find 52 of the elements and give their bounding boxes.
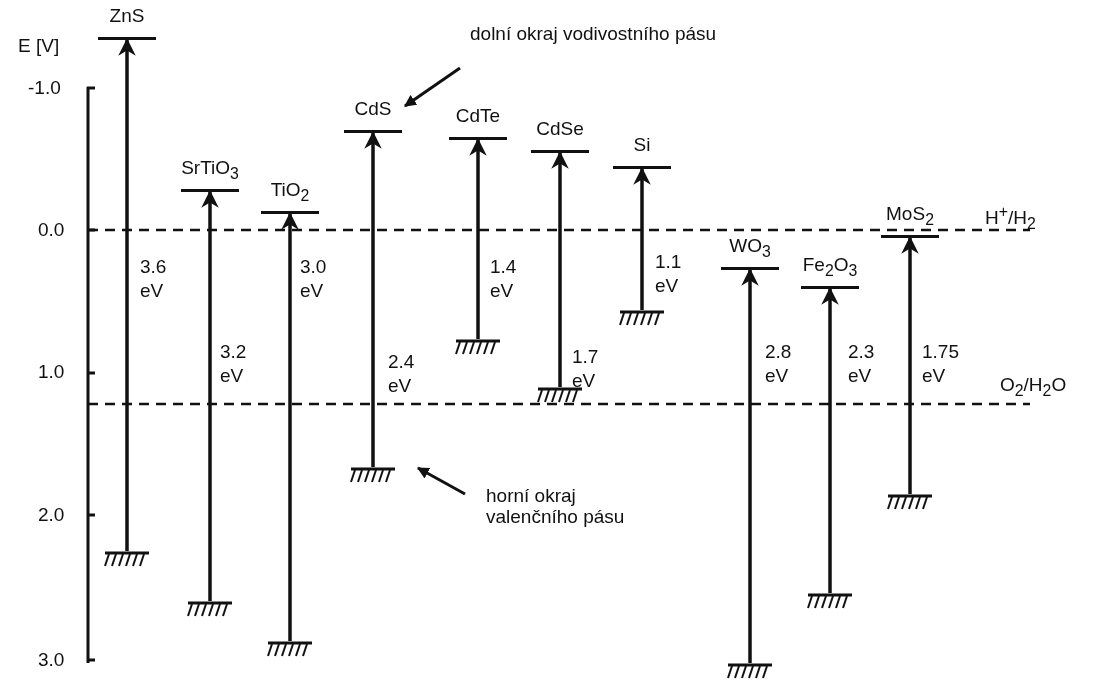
valence-band-edge (188, 601, 232, 617)
edge-label: 3.0 eV (300, 255, 328, 303)
axis-tick-label: 3.0 (38, 650, 65, 671)
edge-label: 1.75 eV (922, 340, 960, 388)
band-gap-arrow (469, 138, 487, 339)
valence-band-edge (620, 310, 664, 326)
conduction-band-edge: TiO$_{2}$ (261, 180, 319, 214)
valence-band-edge (888, 494, 932, 510)
band-gap-arrow (201, 190, 219, 601)
potential-label: O$_{2}$/H$_{2}$O (1000, 375, 1067, 400)
valence-band-edge (268, 641, 312, 657)
conduction-band-edge: CdSe (531, 119, 589, 153)
edge-label: 3.6 eV (140, 255, 168, 303)
edge-label: 1.1 eV (655, 250, 683, 298)
edge-label: 2.3 eV (848, 340, 876, 388)
valence-band-edge (105, 551, 149, 567)
leader-line (404, 66, 461, 108)
conduction-band-edge: CdS (344, 99, 402, 133)
conduction-band-edge: Si (613, 135, 671, 169)
conduction-band-edge: WO$_{3}$ (721, 236, 779, 270)
axis-title: E [V] (18, 36, 60, 57)
valence-band-edge (808, 593, 852, 609)
valence-band-edge (351, 467, 395, 483)
band-gap-arrow (741, 268, 759, 663)
band-gap-arrow (901, 236, 919, 494)
conduction-band-edge: CdTe (449, 106, 507, 140)
axis-tick-label: 2.0 (38, 505, 65, 526)
valence-band-edge (728, 663, 772, 679)
conduction-band-edge: Fe$_{2}$O$_{3}$ (801, 255, 859, 289)
leader-line (416, 466, 466, 496)
axis-tick-label: 0.0 (38, 220, 65, 241)
band-gap-arrow (364, 131, 382, 467)
valence-band-edge (456, 339, 500, 355)
potential-label: H$^{+}$/H$_{2}$ (985, 203, 1036, 233)
band-gap-arrow (551, 151, 569, 387)
callout-text: horní okraj valenčního pásu (486, 486, 636, 528)
edge-label: 1.4 eV (490, 255, 518, 303)
band-gap-arrow (281, 212, 299, 641)
edge-label: 2.8 eV (765, 340, 793, 388)
edge-label: 3.2 eV (220, 340, 248, 388)
band-gap-arrow (633, 167, 651, 310)
axis-tick-label: -1.0 (28, 78, 61, 99)
edge-label: 2.4 eV (388, 350, 416, 398)
band-gap-arrow (118, 38, 136, 551)
conduction-band-edge: MoS$_{2}$ (881, 204, 939, 238)
band-gap-arrow (821, 287, 839, 593)
valence-band-edge (538, 387, 582, 403)
axis-tick-label: 1.0 (38, 362, 65, 383)
conduction-band-edge: ZnS (98, 6, 156, 40)
conduction-band-edge: SrTiO$_{3}$ (181, 158, 239, 192)
callout-text: dolní okraj vodivostního pásu (470, 24, 717, 45)
edge-label: 1.7 eV (572, 345, 600, 393)
